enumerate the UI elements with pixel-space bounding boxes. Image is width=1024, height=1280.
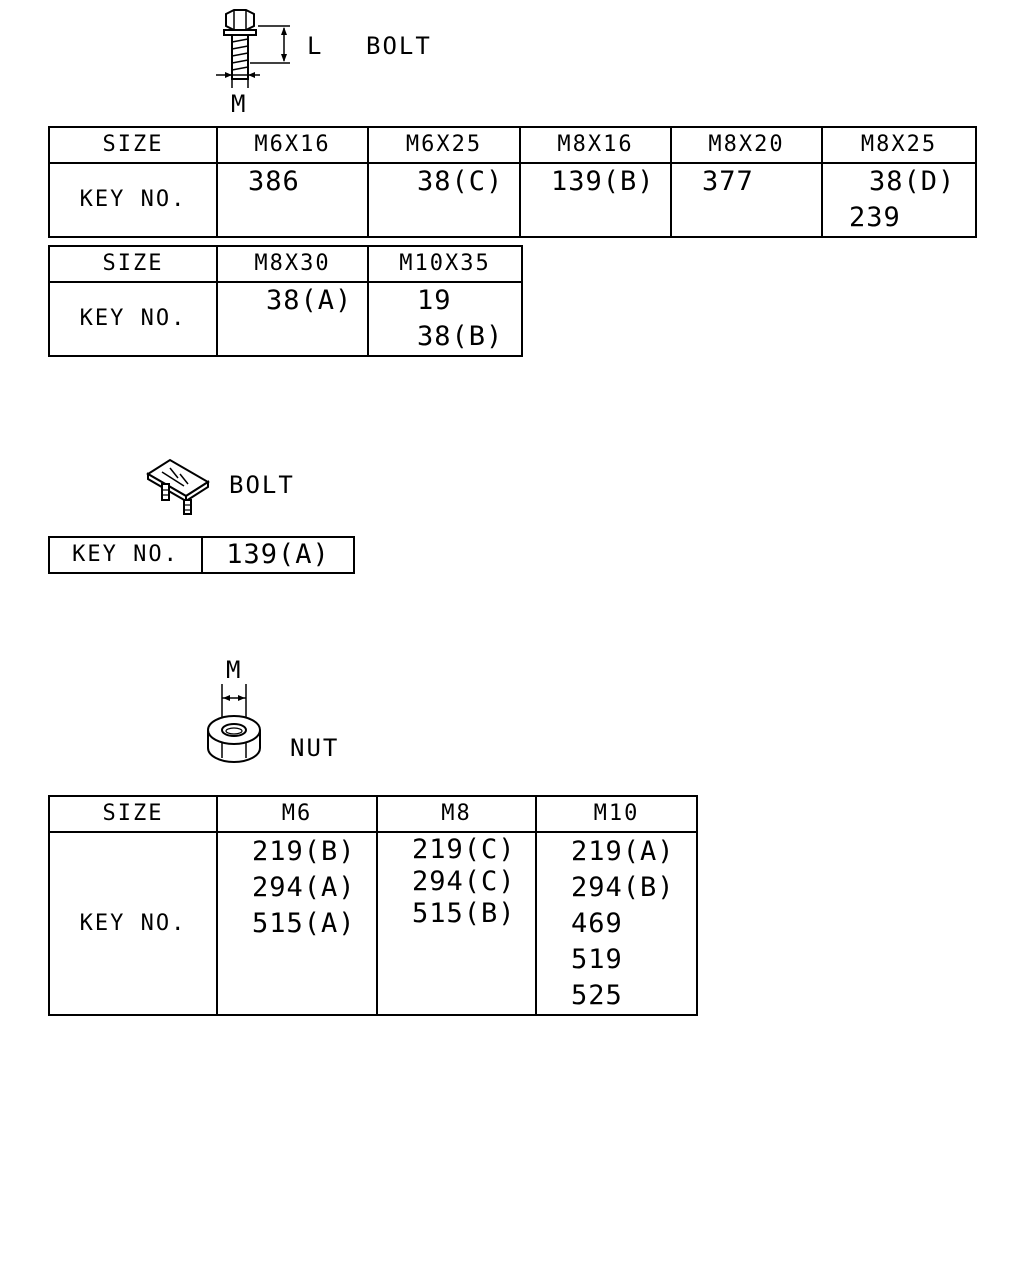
key-no-value: 469 — [571, 908, 623, 939]
key-no-value: 219(C) — [412, 834, 516, 865]
size-cell: M8X16 — [519, 126, 672, 164]
nut-icon — [207, 684, 261, 763]
key-no-cell: 139(A) — [201, 536, 355, 574]
size-cell: M6 — [216, 795, 378, 833]
key-no-value: 239 — [849, 202, 901, 233]
size-cell: M8X25 — [821, 126, 977, 164]
size-cell: M10 — [535, 795, 698, 833]
flange-bolt-icon — [216, 9, 290, 88]
key-no-value: 38(C) — [417, 166, 504, 197]
bolt-size-table-2: SIZE M8X30 M10X35 KEY NO. 38(A) 19 38(B) — [48, 245, 523, 357]
size-cell: M8 — [376, 795, 537, 833]
key-no-value: 219(B) — [252, 836, 356, 867]
key-no-cell: 377 — [670, 162, 823, 238]
table-row: KEY NO. 386 38(C) 139(B) 377 38(D) 239 — [48, 162, 977, 238]
size-cell: M6X16 — [216, 126, 369, 164]
key-no-value: 19 — [417, 285, 452, 316]
nut-dimension-diameter: M — [226, 656, 243, 684]
key-no-cell: 386 — [216, 162, 369, 238]
plate-bolt-label: BOLT — [229, 471, 295, 499]
key-no-value: 219(A) — [571, 836, 675, 867]
bolt-dimension-diameter: M — [231, 90, 248, 118]
nut-label: NUT — [290, 734, 340, 762]
table-row: KEY NO. 38(A) 19 38(B) — [48, 281, 523, 357]
key-no-value: 386 — [248, 166, 300, 197]
bolt-dimension-length: L — [307, 32, 324, 60]
key-no-value: 515(A) — [252, 908, 356, 939]
size-cell: M8X20 — [670, 126, 823, 164]
table-row: KEY NO. 219(B) 294(A) 515(A) 219(C) 294(… — [48, 831, 698, 1016]
key-no-value: 525 — [571, 980, 623, 1011]
key-no-value: 377 — [702, 166, 754, 197]
key-no-header: KEY NO. — [48, 536, 203, 574]
key-no-value: 139(B) — [551, 166, 655, 197]
key-no-cell: 38(D) 239 — [821, 162, 977, 238]
table-header-row: SIZE M6 M8 M10 — [48, 795, 698, 833]
bolt-label: BOLT — [366, 32, 432, 60]
key-no-value: 294(B) — [571, 872, 675, 903]
table-row: KEY NO. 139(A) — [48, 536, 355, 574]
key-no-value: 38(D) — [869, 166, 956, 197]
key-no-cell: 219(B) 294(A) 515(A) — [216, 831, 378, 1016]
key-no-header: KEY NO. — [48, 281, 218, 357]
table-header-row: SIZE M6X16 M6X25 M8X16 M8X20 M8X25 — [48, 126, 977, 164]
key-no-value: 38(A) — [266, 285, 353, 316]
size-cell: M6X25 — [367, 126, 521, 164]
key-no-header: KEY NO. — [48, 831, 218, 1016]
table-header-row: SIZE M8X30 M10X35 — [48, 245, 523, 283]
size-cell: M10X35 — [367, 245, 523, 283]
key-no-value: 519 — [571, 944, 623, 975]
plate-bolt-table: KEY NO. 139(A) — [48, 536, 355, 574]
plate-bolt-icon — [146, 458, 210, 515]
key-no-cell: 219(A) 294(B) 469 519 525 — [535, 831, 698, 1016]
key-no-value: 139(A) — [226, 539, 330, 570]
key-no-cell: 219(C) 294(C) 515(B) — [376, 831, 537, 1016]
key-no-cell: 38(A) — [216, 281, 369, 357]
key-no-cell: 38(C) — [367, 162, 521, 238]
key-no-header: KEY NO. — [48, 162, 218, 238]
key-no-value: 515(B) — [412, 898, 516, 929]
nut-size-table: SIZE M6 M8 M10 KEY NO. 219(B) 294(A) 515… — [48, 795, 698, 1016]
key-no-cell: 19 38(B) — [367, 281, 523, 357]
key-no-value: 294(C) — [412, 866, 516, 897]
size-header: SIZE — [48, 245, 218, 283]
key-no-cell: 139(B) — [519, 162, 672, 238]
key-no-value: 294(A) — [252, 872, 356, 903]
size-header: SIZE — [48, 795, 218, 833]
size-cell: M8X30 — [216, 245, 369, 283]
key-no-value: 38(B) — [417, 321, 504, 352]
bolt-size-table-1: SIZE M6X16 M6X25 M8X16 M8X20 M8X25 KEY N… — [48, 126, 977, 238]
size-header: SIZE — [48, 126, 218, 164]
